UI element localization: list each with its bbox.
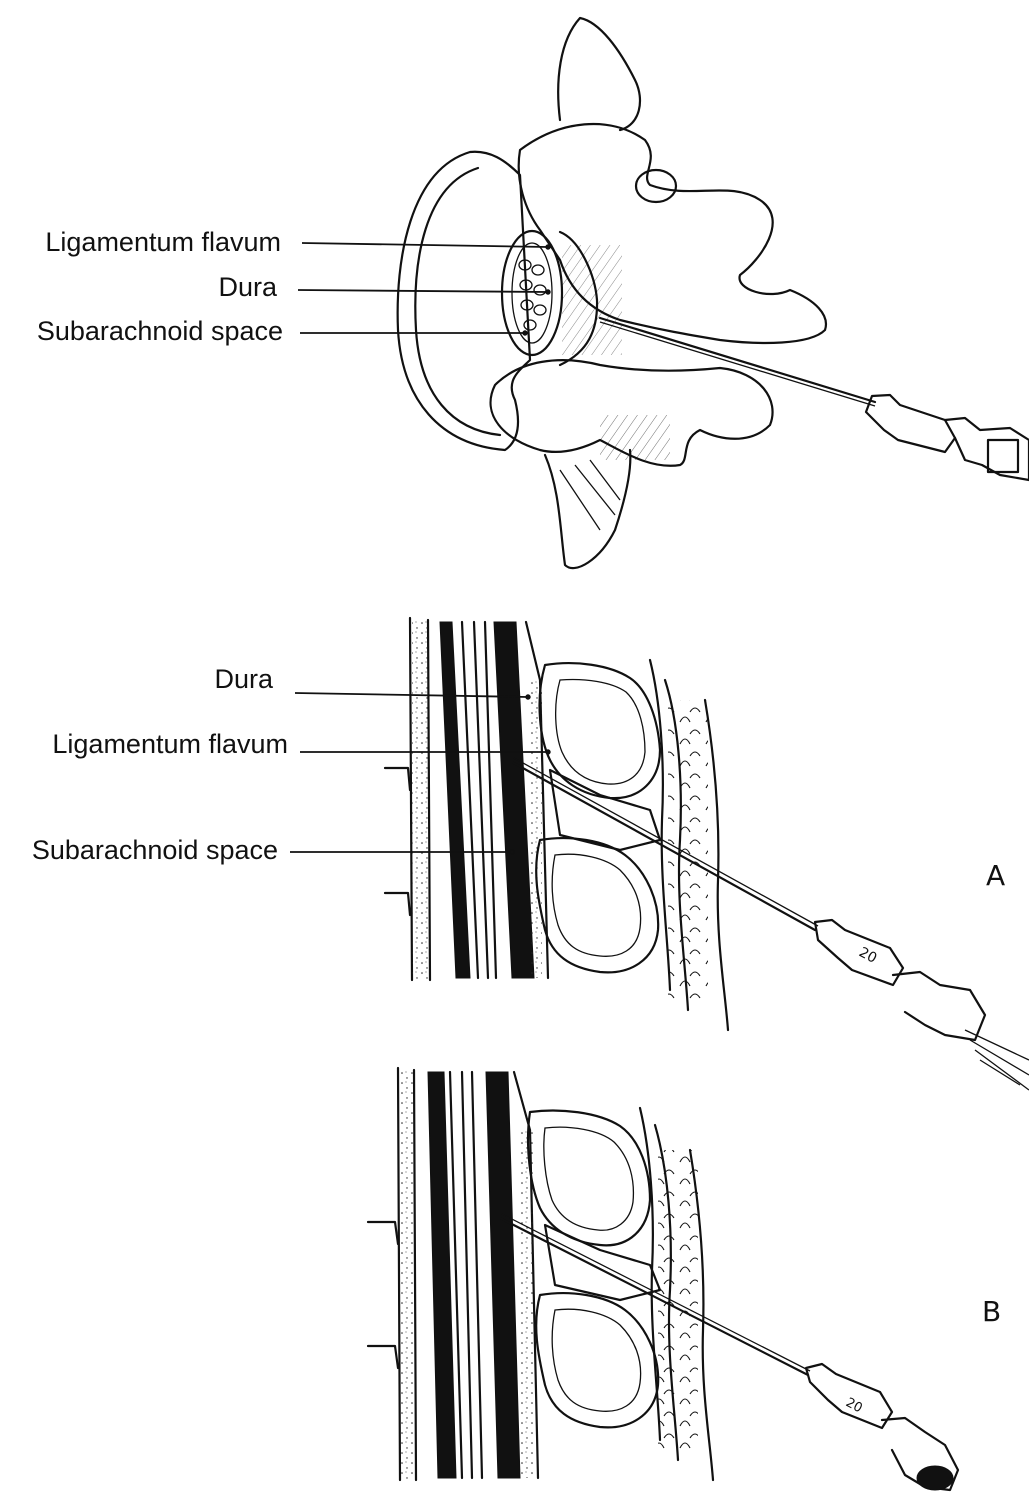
panel-letter-a: A (986, 862, 1005, 890)
sagittal-section-b (368, 1068, 713, 1480)
cauda-equina (519, 260, 546, 330)
label-subarachnoid-space-top: Subarachnoid space (37, 318, 283, 345)
spinal-needle-a (512, 758, 1029, 1090)
sagittal-section-a (385, 618, 728, 1030)
label-dura-top: Dura (218, 274, 277, 301)
inferior-process (545, 450, 630, 568)
panel-letter-b: B (982, 1298, 1001, 1326)
label-ligamentum-flavum-a: Ligamentum flavum (52, 731, 288, 758)
label-subarachnoid-space-a: Subarachnoid space (32, 837, 278, 864)
vertebral-body (398, 152, 530, 450)
vertebra-axial-view (398, 18, 826, 568)
label-dura-a: Dura (214, 666, 273, 693)
label-ligamentum-flavum-top: Ligamentum flavum (45, 229, 281, 256)
vertebra-upper-a (540, 663, 660, 798)
spinal-needle-b (500, 1214, 958, 1490)
spinous-process (558, 18, 640, 130)
